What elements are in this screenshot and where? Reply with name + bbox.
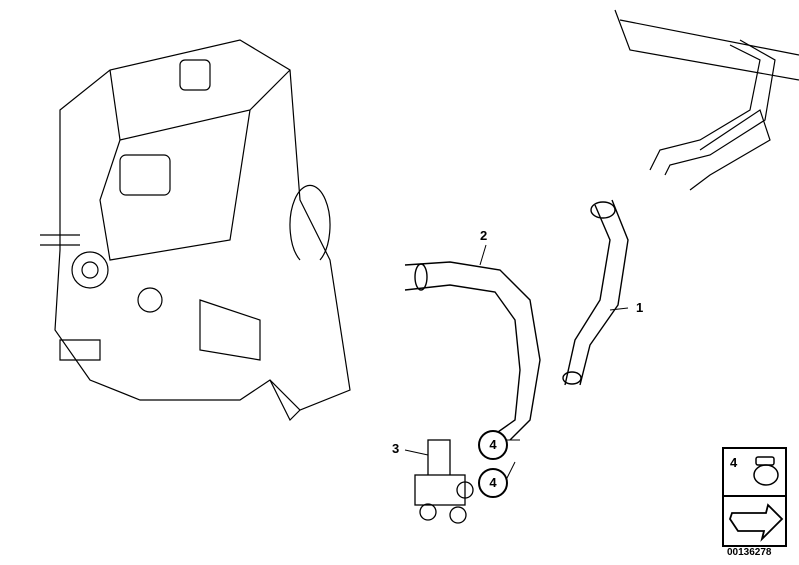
arrow-icon — [729, 503, 784, 542]
legend-divider — [724, 495, 785, 497]
clamp-callout: 4 — [478, 430, 508, 460]
callout-3: 3 — [392, 441, 400, 456]
image-code: 00136278 — [727, 547, 772, 558]
callout-2: 2 — [480, 228, 488, 243]
legend-box: 4 — [722, 447, 787, 547]
callout-1: 1 — [636, 300, 644, 315]
valve — [414, 439, 474, 524]
clamp-callout: 4 — [478, 468, 508, 498]
legend-number: 4 — [730, 455, 738, 470]
engine-block — [40, 39, 351, 422]
hose-2 — [414, 199, 629, 386]
heater-pipes — [614, 9, 799, 191]
hose-clamp-icon — [753, 456, 779, 486]
hose-1 — [404, 261, 541, 441]
